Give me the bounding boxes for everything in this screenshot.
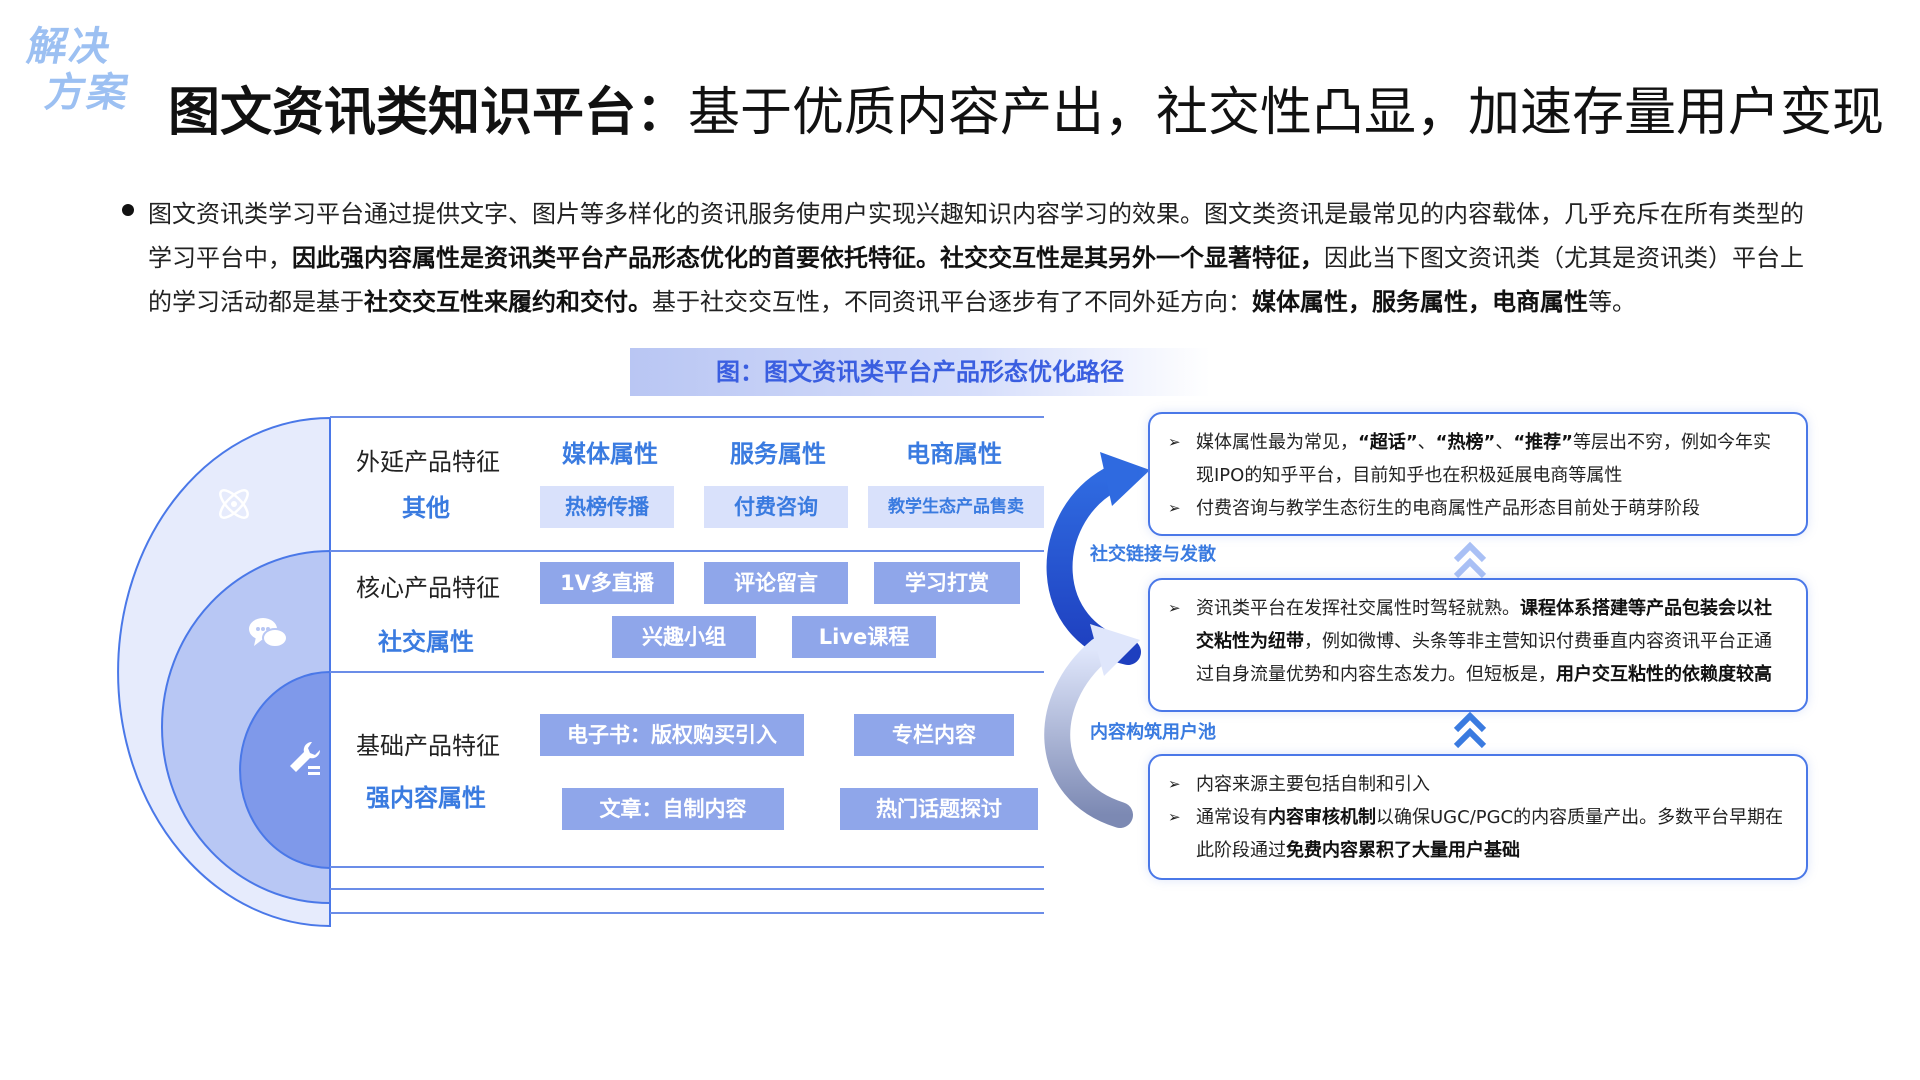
chat-bubbles-icon bbox=[246, 612, 290, 656]
chip-article: 文章：自制内容 bbox=[562, 788, 784, 830]
list-item: ➢ 付费咨询与教学生态衍生的电商属性产品形态目前处于萌芽阶段 bbox=[1168, 492, 1788, 525]
solution-tag-line1: 解决 bbox=[23, 24, 116, 70]
box-bold: 课程体系搭建等产品包装会以社交粘性为纽带 bbox=[1196, 598, 1772, 652]
info-box-basic: ➢ 内容来源主要包括自制和引入 ➢ 通常设有内容审核机制以确保UGC/PGC的内… bbox=[1148, 754, 1808, 880]
tools-icon bbox=[282, 736, 326, 780]
box-text: 等层出不穷，例如今年实现IPO的知乎平台，目前知乎也在积极延展电商等属性 bbox=[1196, 432, 1772, 486]
chip-live: 1V多直播 bbox=[540, 562, 674, 604]
chip-live-course: Live课程 bbox=[792, 616, 936, 658]
list-item: ➢ 媒体属性最为常见，“超话”、“热榜”、“推荐”等层出不穷，例如今年实现IPO… bbox=[1168, 426, 1788, 492]
box-text: 媒体属性最为常见， bbox=[1196, 432, 1358, 453]
chip-comments: 评论留言 bbox=[704, 562, 848, 604]
arrow-bullet-icon: ➢ bbox=[1168, 499, 1181, 517]
chip-interest-group: 兴趣小组 bbox=[612, 616, 756, 658]
box-text: 、 bbox=[1417, 432, 1436, 453]
intro-b2: 社交交互性来履约和交付。 bbox=[364, 288, 652, 316]
chip-column: 专栏内容 bbox=[854, 714, 1014, 756]
divider bbox=[330, 866, 1044, 868]
box-text: 通常设有 bbox=[1196, 807, 1268, 828]
row-label-inner: 基础产品特征 bbox=[356, 732, 500, 760]
atom-icon bbox=[212, 482, 256, 526]
chip-ebook: 电子书：版权购买引入 bbox=[540, 714, 804, 756]
page-title: 图文资讯类知识平台：基于优质内容产出，社交性凸显，加速存量用户变现 bbox=[168, 78, 1884, 148]
box-text: 以确保UGC/PGC的内容质量产出。多数平台早期在此阶段通过 bbox=[1196, 807, 1784, 861]
divider bbox=[330, 671, 1044, 673]
flow-label-social: 社交链接与发散 bbox=[1090, 544, 1216, 565]
box-bold: “超话” bbox=[1358, 432, 1418, 453]
chip-edu-products: 教学生态产品售卖 bbox=[868, 486, 1044, 528]
list-item: ➢ 通常设有内容审核机制以确保UGC/PGC的内容质量产出。多数平台早期在此阶段… bbox=[1168, 801, 1788, 867]
row-attr-outer: 其他 bbox=[402, 494, 450, 522]
arrow-bullet-icon: ➢ bbox=[1168, 599, 1181, 617]
chevron-up-icon bbox=[1453, 711, 1487, 733]
attr-head-commerce: 电商属性 bbox=[906, 440, 1002, 468]
chip-hot-topic: 热门话题探讨 bbox=[840, 788, 1038, 830]
box-bold: “热榜” bbox=[1435, 432, 1496, 453]
flow-label-content: 内容构筑用户池 bbox=[1090, 722, 1216, 743]
arrow-bullet-icon: ➢ bbox=[1168, 433, 1181, 451]
row-label-outer: 外延产品特征 bbox=[356, 448, 500, 476]
arrow-bullet-icon: ➢ bbox=[1168, 775, 1181, 793]
page-title-strong: 图文资讯类知识平台： bbox=[168, 83, 689, 143]
box-bold: 用户交互粘性的依赖度较高 bbox=[1556, 664, 1772, 685]
intro-b1: 因此强内容属性是资讯类平台产品形态优化的首要依托特征。社交交互性是其另外一个显著… bbox=[292, 244, 1324, 272]
social-arrow-head bbox=[1100, 452, 1150, 506]
attr-head-service: 服务属性 bbox=[730, 440, 826, 468]
arrow-bullet-icon: ➢ bbox=[1168, 808, 1181, 826]
intro-paragraph: 图文资讯类学习平台通过提供文字、图片等多样化的资讯服务使用户实现兴趣知识内容学习… bbox=[122, 192, 1822, 324]
box-text: 资讯类平台在发挥社交属性时驾轻就熟。 bbox=[1196, 598, 1520, 619]
divider bbox=[330, 912, 1044, 914]
box-bold: 内容审核机制 bbox=[1268, 807, 1376, 828]
info-box-extension: ➢ 媒体属性最为常见，“超话”、“热榜”、“推荐”等层出不穷，例如今年实现IPO… bbox=[1148, 412, 1808, 536]
intro-s2: 因此当下图文资讯类（尤其是资讯类）平台上的学习活动都是基于 bbox=[148, 244, 1804, 316]
middle-arc bbox=[161, 549, 331, 905]
page-title-normal: 基于优质内容产出，社交性凸显，加速存量用户变现 bbox=[688, 83, 1885, 143]
social-arrow bbox=[1046, 467, 1141, 665]
divider bbox=[330, 416, 1044, 418]
intro-s3: 基于社交交互性，不同资讯平台逐步有了不同外延方向： bbox=[652, 288, 1252, 316]
row-attr-inner: 强内容属性 bbox=[366, 784, 486, 812]
intro-text: 图文资讯类学习平台通过提供文字、图片等多样化的资讯服务使用户实现兴趣知识内容学习… bbox=[148, 192, 1822, 324]
intro-s4: 等。 bbox=[1588, 288, 1636, 316]
bullet-dot bbox=[122, 204, 134, 216]
box-text: 、 bbox=[1495, 432, 1514, 453]
box-text: 付费咨询与教学生态衍生的电商属性产品形态目前处于萌芽阶段 bbox=[1196, 498, 1700, 519]
divider bbox=[330, 550, 1044, 552]
box-bold: “推荐” bbox=[1513, 432, 1574, 453]
intro-s1: 图文资讯类学习平台通过提供文字、图片等多样化的资讯服务使用户实现兴趣知识内容学习… bbox=[148, 200, 1804, 272]
chip-tipping: 学习打赏 bbox=[874, 562, 1020, 604]
list-item: ➢ 资讯类平台在发挥社交属性时驾轻就熟。课程体系搭建等产品包装会以社交粘性为纽带… bbox=[1168, 592, 1788, 691]
intro-b3: 媒体属性，服务属性，电商属性 bbox=[1252, 288, 1588, 316]
chip-hot-list: 热榜传播 bbox=[540, 486, 674, 528]
chip-paid-consult: 付费咨询 bbox=[704, 486, 848, 528]
solution-tag-line2: 方案 bbox=[41, 70, 134, 116]
row-attr-middle: 社交属性 bbox=[378, 628, 474, 656]
row-label-middle: 核心产品特征 bbox=[356, 574, 500, 602]
box-bold: 免费内容累积了大量用户基础 bbox=[1286, 840, 1520, 861]
box-text: ，例如微博、头条等非主营知识付费垂直内容资讯平台正通过自身流量优势和内容生态发力… bbox=[1196, 631, 1772, 685]
chevron-up-icon bbox=[1453, 541, 1487, 563]
solution-tag: 解决 方案 bbox=[12, 24, 151, 134]
diagram-caption: 图：图文资讯类平台产品形态优化路径 bbox=[630, 348, 1210, 396]
box-text: 内容来源主要包括自制和引入 bbox=[1196, 774, 1430, 795]
content-arrow-head bbox=[1090, 624, 1140, 676]
info-box-core: ➢ 资讯类平台在发挥社交属性时驾轻就熟。课程体系搭建等产品包装会以社交粘性为纽带… bbox=[1148, 578, 1808, 712]
divider bbox=[330, 888, 1044, 890]
list-item: ➢ 内容来源主要包括自制和引入 bbox=[1168, 768, 1788, 801]
attr-head-media: 媒体属性 bbox=[562, 440, 658, 468]
